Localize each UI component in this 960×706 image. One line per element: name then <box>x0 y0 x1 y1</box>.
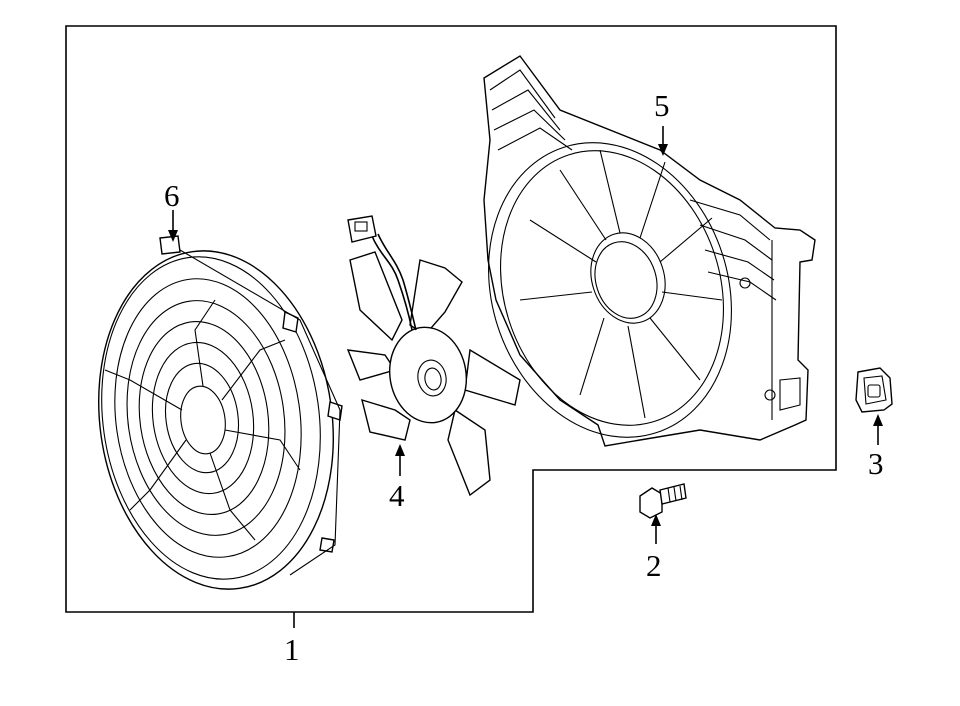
assembly-boundary <box>65 25 837 613</box>
callout-4: 4 <box>389 478 405 513</box>
callout-2: 2 <box>646 548 662 583</box>
callout-3: 3 <box>868 446 884 481</box>
callout-1: 1 <box>284 632 300 667</box>
callout-5: 5 <box>654 88 670 123</box>
fan-blade-part <box>346 215 521 497</box>
shroud-part <box>483 55 816 447</box>
clip-nut-part <box>855 367 893 413</box>
callout-arrows <box>168 126 883 544</box>
fan-guard-part <box>98 235 343 590</box>
callout-6: 6 <box>164 178 180 213</box>
bolt-part <box>639 483 687 519</box>
